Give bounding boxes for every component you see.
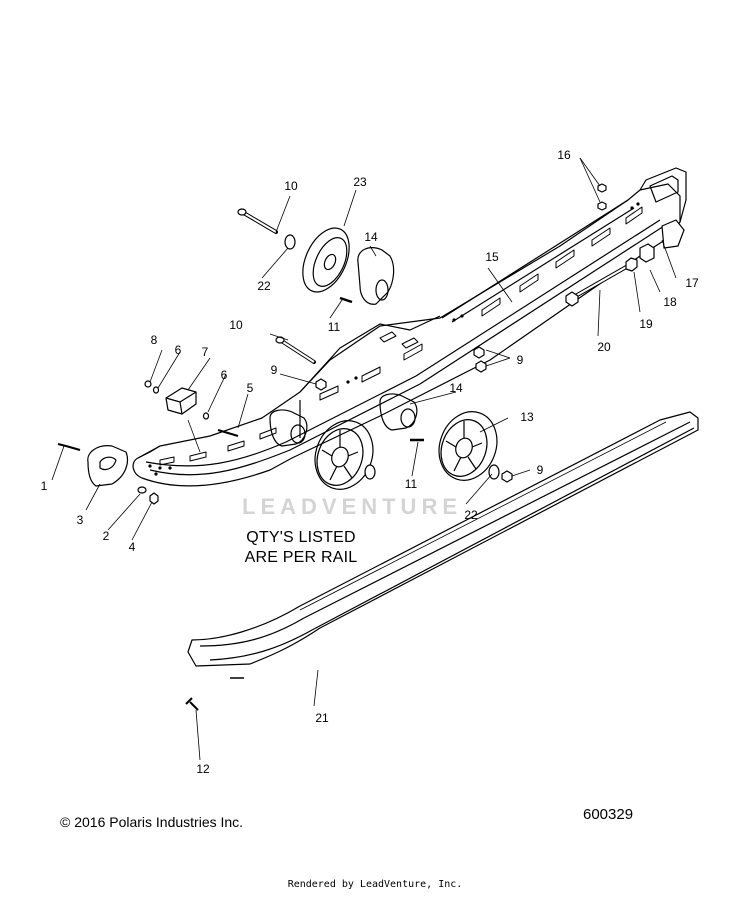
callout-9b: 9 — [271, 363, 278, 377]
callout-5: 5 — [247, 381, 254, 395]
callout-10a: 10 — [284, 179, 298, 193]
washer-22-upper — [284, 234, 296, 250]
bolt-11-upper — [339, 296, 353, 304]
washer-22-front — [364, 464, 376, 480]
callout-2: 2 — [103, 529, 110, 543]
nut-16b — [597, 201, 607, 211]
callout-6b: 6 — [221, 368, 228, 382]
quantity-note: QTY'S LISTED ARE PER RAIL — [226, 528, 376, 568]
carrier-front — [269, 409, 308, 447]
callout-22a: 22 — [257, 279, 271, 293]
callout-17: 17 — [685, 276, 699, 290]
callout-4: 4 — [129, 540, 136, 554]
callout-10b: 10 — [229, 318, 243, 332]
diagram-id: 600329 — [583, 806, 634, 823]
callout-14a: 14 — [364, 230, 378, 244]
callout-18: 18 — [663, 295, 677, 309]
washer-2 — [137, 486, 147, 494]
carrier-upper — [357, 247, 395, 305]
nut-19 — [625, 257, 638, 272]
watermark: LEADVENTURE — [242, 494, 463, 519]
callout-22b: 22 — [464, 508, 478, 522]
note-line-1: QTY'S LISTED — [246, 529, 356, 546]
wear-strip — [187, 411, 699, 679]
bolt-12 — [185, 697, 199, 711]
callout-23: 23 — [353, 175, 367, 189]
bolt-1 — [57, 443, 81, 451]
rendered-by-text: Rendered by LeadVenture, Inc. — [287, 879, 463, 890]
block-part — [165, 387, 197, 415]
bracket-17 — [661, 219, 685, 249]
wheel-front — [314, 420, 374, 490]
callout-9c: 9 — [537, 463, 544, 477]
callout-6a: 6 — [175, 343, 182, 357]
callout-15: 15 — [485, 250, 499, 264]
bolt-20 — [565, 264, 630, 307]
callout-14b: 14 — [449, 381, 463, 395]
nut-9-d — [501, 470, 513, 483]
bolt-5 — [217, 429, 239, 437]
callout-19: 19 — [639, 317, 653, 331]
callout-12: 12 — [196, 762, 210, 776]
callout-21: 21 — [315, 711, 329, 725]
bolt-10-lower — [275, 336, 316, 364]
washer-22-rear — [488, 464, 500, 480]
callout-9a: 9 — [517, 353, 524, 367]
wheel-upper — [302, 227, 350, 293]
nut-8 — [144, 380, 152, 388]
callout-11a: 11 — [328, 320, 341, 334]
nut-9-a — [473, 346, 485, 359]
bumper-part — [87, 445, 129, 487]
carrier-rear — [379, 393, 418, 431]
nut-4 — [149, 492, 159, 505]
nut-9-b — [475, 360, 487, 373]
rail-assembly — [132, 167, 687, 487]
callout-3: 3 — [77, 513, 84, 527]
note-line-2: ARE PER RAIL — [244, 549, 358, 566]
bolt-10-upper — [237, 208, 278, 234]
callout-20: 20 — [597, 340, 611, 354]
callout-11b: 11 — [405, 477, 418, 491]
callout-8: 8 — [151, 333, 158, 347]
callout-7: 7 — [202, 345, 209, 359]
washer-6a — [152, 386, 160, 394]
spacer-18 — [639, 243, 655, 263]
copyright-text: © 2016 Polaris Industries Inc. — [60, 814, 244, 830]
callout-13: 13 — [520, 410, 534, 424]
callout-1: 1 — [41, 479, 48, 493]
callout-16: 16 — [557, 148, 571, 162]
washer-6b — [202, 412, 210, 420]
nut-9-c — [315, 378, 327, 391]
wheel-rear — [438, 411, 498, 481]
